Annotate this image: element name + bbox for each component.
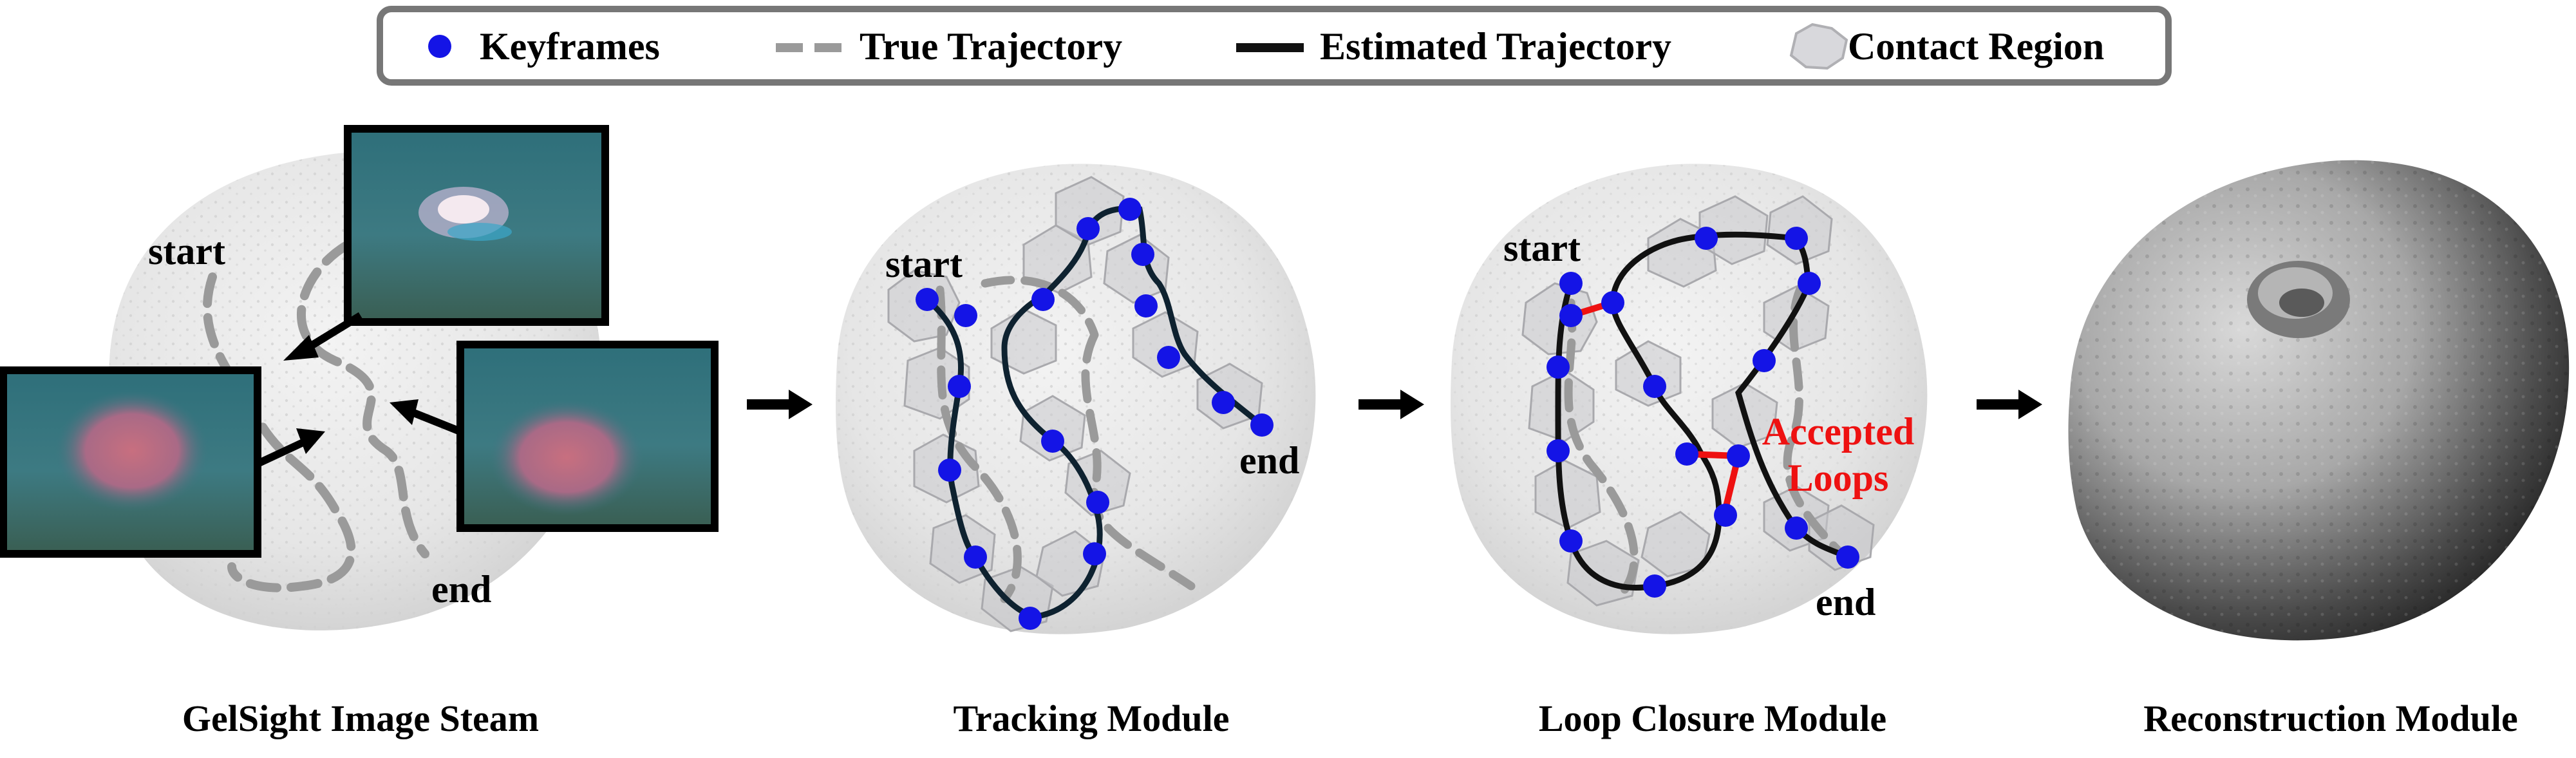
keyframe — [1836, 545, 1859, 569]
gelsight-true-trajectory-1 — [202, 272, 356, 592]
legend-estimated-trajectory-label: Estimated Trajectory — [1320, 25, 1671, 68]
loop-closure-end-label: end — [1816, 581, 1876, 623]
tracking-true-trajectory — [935, 276, 1196, 603]
keyframe — [938, 459, 961, 482]
panel-reconstruction: Reconstruction Module — [2068, 160, 2570, 739]
keyframe — [1134, 294, 1158, 317]
panel-loop-closure: start end Accepted Loops Loop Closure Mo… — [1451, 164, 1928, 739]
loop-closure-true-trajectory — [1564, 279, 1859, 597]
keyframe — [954, 304, 977, 327]
loop-closure-start-label: start — [1503, 227, 1581, 269]
keyframe — [1131, 243, 1154, 266]
keyframe — [1695, 227, 1718, 250]
tracking-texture — [836, 164, 1316, 634]
keyframe — [1031, 288, 1055, 311]
accepted-loops-label-line1: Accepted — [1762, 410, 1915, 453]
panel-tracking: start end Tracking Module — [836, 164, 1316, 739]
keyframe — [1643, 375, 1666, 398]
keyframe — [1559, 304, 1583, 327]
keyframe — [1547, 355, 1570, 379]
tracking-estimated-trajectory — [924, 205, 1265, 619]
keyframe — [1785, 227, 1808, 250]
keyframe — [1118, 198, 1142, 221]
keyframe — [1727, 444, 1750, 468]
gelsight-true-trajectory-2 — [296, 240, 429, 558]
tracking-end-label: end — [1239, 439, 1299, 482]
keyframe — [964, 545, 987, 569]
gelsight-caption: GelSight Image Steam — [182, 697, 539, 739]
gelsight-start-label: start — [148, 230, 225, 272]
loop-closure-caption: Loop Closure Module — [1539, 697, 1886, 739]
keyframe — [916, 288, 939, 311]
legend-true-trajectory-label: True Trajectory — [860, 25, 1122, 68]
keyframe — [1086, 491, 1109, 514]
panel-gelsight: start end GelSight Image Steam — [0, 125, 719, 739]
keyframe — [1041, 430, 1064, 453]
tactile-image-left — [0, 366, 261, 558]
legend-contact-region-label: Contact Region — [1848, 25, 2104, 68]
keyframe — [1250, 413, 1274, 437]
legend-keyframe-icon — [428, 35, 451, 58]
legend-contact-region-icon — [1789, 23, 1848, 70]
reconstructed-crater — [2247, 261, 2350, 338]
gelsight-end-label: end — [431, 568, 491, 611]
tactile-image-right — [456, 341, 719, 532]
keyframe — [1019, 607, 1042, 630]
flow-arrow-2 — [1359, 390, 1424, 419]
gelsight-pointer-arrows — [256, 312, 462, 468]
tracking-start-label: start — [885, 243, 963, 285]
keyframe — [1601, 291, 1624, 314]
legend: Keyframes True Trajectory Estimated Traj… — [377, 6, 2172, 86]
keyframe — [1212, 391, 1235, 414]
keyframe — [1157, 346, 1180, 369]
reconstructed-texture — [2068, 160, 2570, 641]
keyframe — [1076, 217, 1100, 240]
keyframe — [1547, 439, 1570, 462]
keyframe — [1798, 272, 1821, 295]
keyframe — [1643, 574, 1666, 598]
flow-arrow-1 — [747, 390, 813, 419]
keyframe — [948, 375, 971, 398]
keyframe — [1714, 504, 1737, 527]
keyframe — [1675, 442, 1698, 466]
keyframe — [1559, 529, 1583, 553]
keyframe — [1785, 516, 1808, 540]
keyframe — [1753, 349, 1776, 372]
tracking-keyframes — [916, 198, 1274, 630]
legend-keyframes-label: Keyframes — [480, 25, 660, 68]
loop-closure-keyframes — [1547, 227, 1859, 598]
keyframe — [1083, 542, 1106, 565]
accepted-loops-label-line2: Loops — [1788, 457, 1889, 499]
tracking-caption: Tracking Module — [953, 697, 1229, 739]
reconstruction-caption: Reconstruction Module — [2143, 697, 2518, 739]
keyframe — [1559, 272, 1583, 295]
tactile-image-top — [344, 125, 609, 326]
flow-arrow-3 — [1977, 390, 2042, 419]
